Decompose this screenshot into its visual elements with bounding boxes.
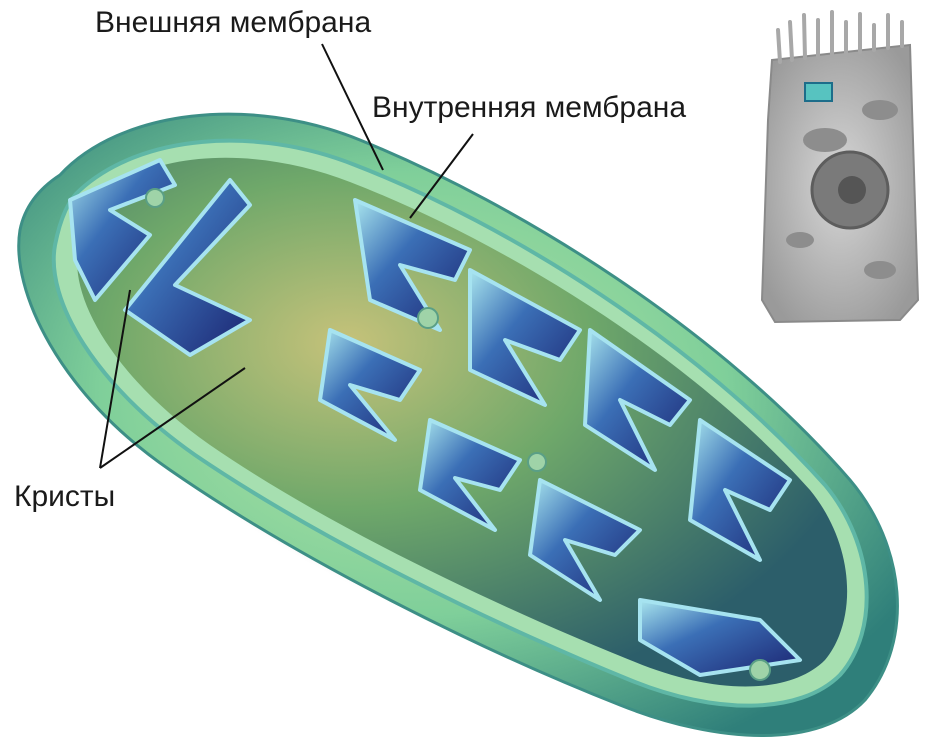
granule [146, 189, 164, 207]
cell-organelle [862, 100, 898, 120]
granule [528, 453, 546, 471]
outer-membrane-label: Внешняя мембрана [95, 8, 371, 38]
cell-inset [762, 12, 918, 322]
granule [418, 308, 438, 328]
cell-nucleolus [838, 176, 866, 204]
inset-highlight-box [805, 83, 832, 101]
cristae-label: Кристы [14, 482, 115, 512]
cell-organelle [786, 232, 814, 248]
granule [750, 660, 770, 680]
inner-membrane-label: Внутренняя мембрана [372, 93, 686, 123]
cell-organelle [864, 261, 896, 279]
cell-organelle [803, 128, 847, 152]
